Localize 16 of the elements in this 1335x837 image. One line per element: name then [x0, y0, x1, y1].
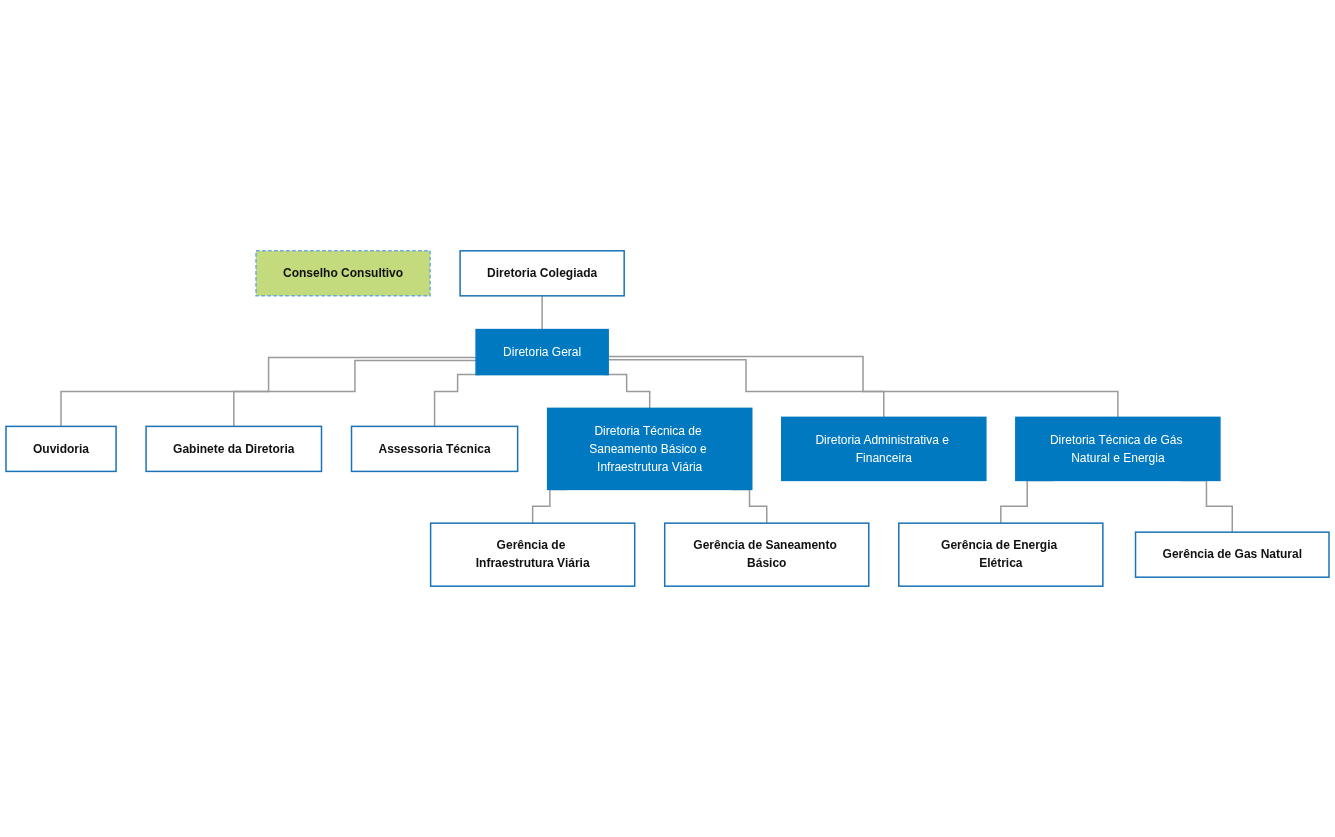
node-box: Conselho Consultivo [255, 250, 431, 297]
node-box: Diretoria Técnica de Saneamento Básico e Infraestrutura Viária [546, 407, 753, 491]
node-box: Gerência de Saneamento Básico [663, 522, 870, 587]
connector [60, 356, 477, 428]
node-box: Ouvidoria [5, 425, 117, 473]
connector [541, 295, 543, 331]
connector [233, 359, 477, 428]
node-box: Diretoria Colegiada [459, 250, 625, 297]
node-box: Gabinete da Diretoria [145, 425, 323, 473]
node-box: Gerência de Energia Elétrica [898, 522, 1104, 587]
node-box: Gerência de Gas Natural [1134, 531, 1330, 578]
node-box: Diretoria Administrativa e Financeira [781, 416, 987, 482]
node-box: Assessoria Técnica [350, 425, 519, 473]
node-box: Diretoria Técnica de Gás Natural e Energia [1015, 416, 1221, 482]
node-box: Gerência de Infraestrutura Viária [429, 522, 636, 587]
node-box: Diretoria Geral [475, 328, 609, 376]
